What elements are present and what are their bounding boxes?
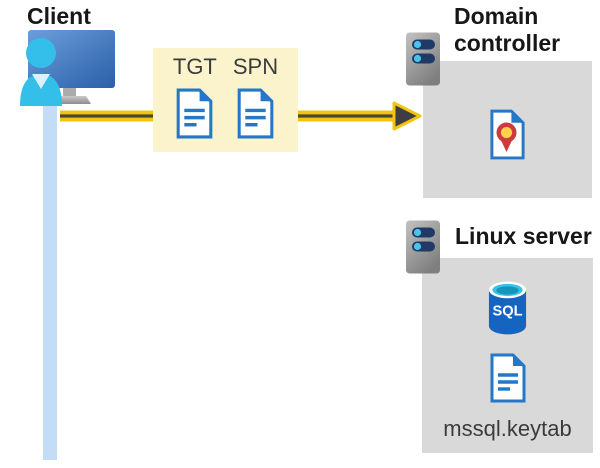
linux-server-icon: [406, 220, 440, 274]
arrowhead-icon: [392, 101, 422, 131]
spn-document-icon: [237, 88, 274, 139]
tickets-panel: TGT SPN: [153, 48, 298, 152]
keytab-filename: mssql.keytab: [443, 416, 572, 441]
sql-label: SQL: [492, 303, 522, 319]
client-label: Client: [27, 3, 91, 29]
linux-server-label: Linux server: [455, 223, 592, 249]
spn-ticket: SPN: [233, 54, 278, 139]
certificate-icon: [490, 109, 525, 160]
sql-database-icon: SQL: [488, 281, 527, 335]
client-workstation-icon: [20, 30, 115, 106]
person-icon: [26, 38, 56, 68]
domain-controller-server-icon: [406, 32, 440, 86]
client-connection-line: [43, 88, 57, 460]
tgt-label: TGT: [172, 54, 217, 79]
keytab-document-icon: [490, 353, 525, 403]
tgt-ticket: TGT: [173, 54, 217, 139]
linux-server-box: SQL mssql.keytab: [422, 258, 593, 453]
spn-label: SPN: [232, 54, 279, 79]
domain-controller-box: [423, 61, 592, 198]
domain-controller-label: Domain controller: [454, 3, 561, 56]
tgt-document-icon: [177, 88, 213, 139]
